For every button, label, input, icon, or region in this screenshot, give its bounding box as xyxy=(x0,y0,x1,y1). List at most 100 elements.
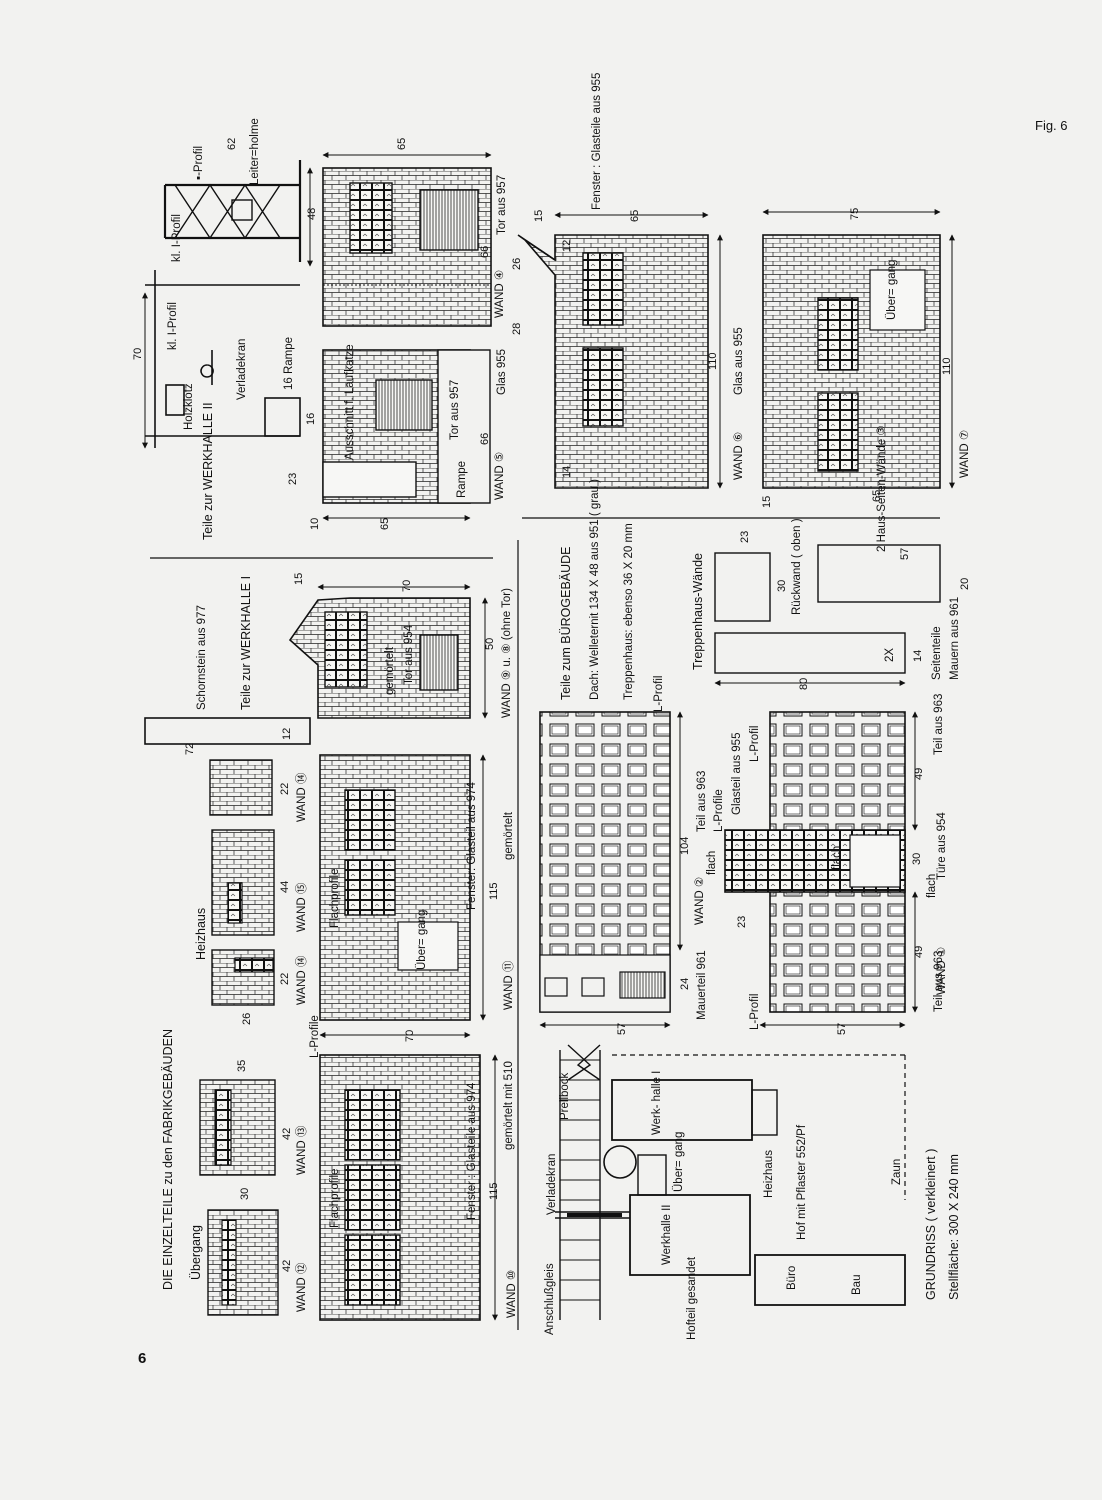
window-icon xyxy=(817,392,859,472)
label-l-profil-c: L-Profil xyxy=(749,994,761,1030)
label-teil-963-a: Teil aus 963 xyxy=(696,771,708,832)
section-werkhalle1: Teile zur WERKHALLE I xyxy=(239,576,253,710)
label-flach-c: flach xyxy=(926,874,938,898)
wall-14-shape xyxy=(209,759,273,816)
wall-15-shape xyxy=(211,829,275,936)
dim-14: 14 xyxy=(561,466,573,478)
dim-66-a: 66 xyxy=(479,246,491,258)
dim-49-b: 49 xyxy=(913,946,925,958)
label-verladekran: Verladekran xyxy=(236,339,248,400)
label-glas-955-a: Glas 955 xyxy=(496,349,508,395)
label-fenster-974-a: Fenster: Glasteil aus 974 xyxy=(466,782,478,910)
label-teil-963-c: Teil aus 963 xyxy=(933,951,945,1012)
label-tor-957-a: Tor aus 957 xyxy=(496,175,508,235)
label-treppenhaus-note: Treppenhaus: ebenso 36 X 20 mm xyxy=(623,523,635,700)
wall-13-label: WAND ⑬ xyxy=(295,1125,308,1175)
label-uebergang-plan: Über= gang xyxy=(673,1132,685,1192)
wall-15-label: WAND ⑮ xyxy=(295,882,308,932)
dim-22-b: 22 xyxy=(279,973,291,985)
dim-12: 12 xyxy=(561,240,573,252)
dim-65-c: 65 xyxy=(629,210,641,222)
label-holzklotz: Holzklotz xyxy=(183,383,195,430)
label-rampe: Rampe xyxy=(456,461,468,498)
label-fenster-974-b: Fenster : Glasteile aus 974 xyxy=(466,1082,478,1220)
window-icon xyxy=(349,182,393,254)
label-gemoertelt-510: gemörtelt mit 510 xyxy=(503,1061,515,1150)
dim-57-b: 57 xyxy=(836,1023,848,1035)
dim-10: 10 xyxy=(309,518,321,530)
dim-30-b: 30 xyxy=(911,853,923,865)
cutout-shape xyxy=(322,461,417,498)
window-icon xyxy=(344,1234,401,1306)
label-profil: ▪-Profil xyxy=(193,146,205,180)
dim-23-b: 23 xyxy=(736,916,748,928)
window-icon xyxy=(817,297,859,371)
wall-11-label: WAND ⑪ xyxy=(502,960,515,1010)
dim-66-b: 66 xyxy=(479,433,491,445)
dim-42-b: 42 xyxy=(281,1260,293,1272)
wall-14-label-top: WAND ⑭ xyxy=(295,772,308,822)
wall-13-shape xyxy=(199,1079,276,1176)
label-rampe-16: 16 Rampe xyxy=(283,337,295,390)
dim-70: 70 xyxy=(132,348,144,360)
window-icon xyxy=(234,957,274,973)
wall-7-label: WAND ⑦ xyxy=(959,430,971,478)
dim-20: 20 xyxy=(959,578,971,590)
window-icon xyxy=(582,347,624,427)
passage-cutout-shape xyxy=(397,921,459,971)
window-icon xyxy=(344,1089,401,1161)
dim-110-b: 110 xyxy=(941,357,953,375)
window-icon xyxy=(221,1219,237,1306)
label-kl-i-profil-2: kl. I-Profil xyxy=(167,302,179,350)
dim-22-a: 22 xyxy=(279,783,291,795)
dim-115-b: 115 xyxy=(488,1182,500,1200)
label-teil-963-b: Teil aus 963 xyxy=(933,694,945,755)
window-icon xyxy=(344,1164,401,1231)
wall-14-label-bottom: WAND ⑭ xyxy=(295,955,308,1005)
label-buero-plan: Büro xyxy=(786,1266,798,1290)
dim-28: 28 xyxy=(511,323,523,335)
dim-104: 104 xyxy=(679,837,691,855)
section-grundriss: GRUNDRISS ( verkleinert ) xyxy=(924,1149,938,1300)
label-prellbock: Prellbock xyxy=(559,1072,571,1120)
label-flach-a: flach xyxy=(706,851,718,875)
floor-plan xyxy=(555,1044,906,1320)
gate-icon xyxy=(419,189,479,251)
label-uebergang-w7: Über= gang xyxy=(886,260,898,320)
label-gemoertelt-b: gemörtelt xyxy=(503,811,515,860)
dim-12-b: 12 xyxy=(281,728,293,740)
dim-50: 50 xyxy=(484,638,496,650)
wall-9-label: WAND ⑨ u. ⑧ (ohne Tor) xyxy=(501,588,513,718)
label-gemoertelt-a: gemörtelt xyxy=(384,646,396,695)
dim-115-a: 115 xyxy=(488,882,500,900)
house-side-wall-shape xyxy=(817,544,941,603)
door-icon xyxy=(849,834,901,888)
dim-44: 44 xyxy=(279,881,291,893)
dim-70-b: 70 xyxy=(401,580,413,592)
dim-24: 24 xyxy=(679,978,691,990)
label-mauerteil-961: Mauerteil 961 xyxy=(696,950,708,1020)
chimney-shape xyxy=(144,717,311,745)
window-icon xyxy=(227,882,243,924)
stair-back-wall-shape xyxy=(714,552,771,622)
label-bau-plan: Bau xyxy=(851,1275,863,1295)
window-icon xyxy=(582,252,624,326)
label-ausschnitt: Ausschnitt f. Laufkatze xyxy=(344,344,356,460)
label-flachprofile-a: Flachprofile xyxy=(329,869,341,928)
label-l-profil-a: L-Profil xyxy=(653,676,665,712)
passage-cutout-shape xyxy=(869,269,926,331)
label-werkhalle2-plan: Werkhalle II xyxy=(661,1204,673,1265)
label-glasteil-955: Glasteil aus 955 xyxy=(731,733,743,815)
dim-35: 35 xyxy=(236,1060,248,1072)
label-tor-957-b: Tor aus 957 xyxy=(449,380,461,440)
stair-side-wall-shape xyxy=(714,632,906,674)
section-werkhalle2: Teile zur WERKHALLE II xyxy=(201,402,215,540)
section-buero: Teile zum BÜROGEBÄUDE xyxy=(559,546,573,700)
label-verladekran-plan: Verladekran xyxy=(546,1154,558,1215)
wall-5-label: WAND ⑤ xyxy=(494,452,506,500)
dim-30-c: 30 xyxy=(776,580,788,592)
page-number: 6 xyxy=(138,1350,147,1367)
label-hofteil: Hofteil gesandet xyxy=(686,1256,698,1340)
page-title: DIE EINZELTEILE zu den FABRIKGEBÄUDEN xyxy=(161,1029,175,1290)
dim-62: 62 xyxy=(226,138,238,150)
